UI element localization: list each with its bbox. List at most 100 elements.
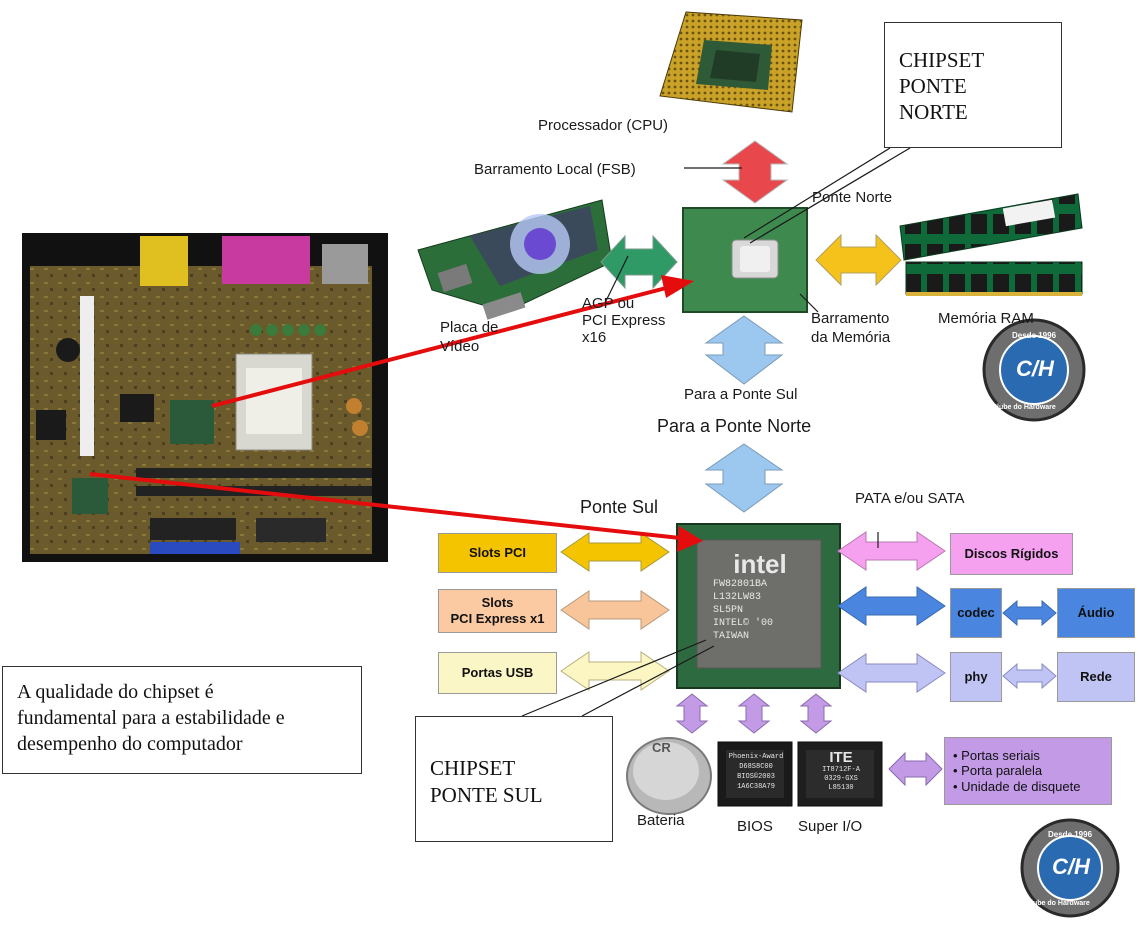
pointer-to-southbridge <box>89 472 703 552</box>
cpu-label: Processador (CPU) <box>538 117 669 134</box>
ram-modules-image <box>899 193 1083 296</box>
bios-chip <box>717 741 793 807</box>
intel-part-number: FW82801BA <box>713 579 768 590</box>
ite-part-number: IT8712F-A <box>822 766 860 774</box>
floppy-drive-item: • Unidade de disquete <box>953 778 1081 794</box>
fsb-arrow <box>721 140 789 204</box>
agp-label-3: x16 <box>582 329 607 346</box>
battery-arrow <box>675 693 709 734</box>
quality-note-line-3: desempenho do computador <box>17 733 243 755</box>
legacy-ports-box: • Portas seriais • Porta paralela • Unid… <box>944 737 1112 805</box>
southbridge-markings: intel FW82801BA L132LW83 SL5PN INTEL© '0… <box>705 550 815 643</box>
intel-logo: intel <box>733 549 787 579</box>
bios-code: D68S8C00 <box>739 763 773 771</box>
video-card-image <box>417 199 613 320</box>
bios-chip-text: Phoenix-Award D68S8C00 BIOS©2003 1A6C38A… <box>728 752 784 792</box>
super-io-label: Super I/O <box>798 818 863 835</box>
to-south-arrow <box>704 315 784 385</box>
parallel-port-item: • Porta paralela <box>953 763 1043 779</box>
south-chipset-callout: CHIPSET PONTE SUL <box>415 716 613 842</box>
southbridge-label: Ponte Sul <box>580 497 659 517</box>
southbridge-chip <box>676 523 841 689</box>
usb-ports-box: Portas USB <box>438 652 557 694</box>
agp-arrow <box>600 234 678 290</box>
network-box: Rede <box>1057 652 1135 702</box>
battery-mark: CR <box>652 740 671 755</box>
intel-batch: L132LW83 <box>713 592 762 603</box>
intel-origin: TAIWAN <box>713 631 750 642</box>
agp-label-1: AGP ou <box>582 295 635 312</box>
pata-sata-label: PATA e/ou SATA <box>855 490 965 507</box>
agp-label-2: PCI Express <box>582 312 666 329</box>
hard-disks-box: Discos Rígidos <box>950 533 1073 575</box>
logo-top-mark: C/H <box>1016 356 1054 381</box>
sata-arrow <box>837 531 946 571</box>
south-callout-line-1: CHIPSET <box>430 756 516 780</box>
to-north-arrow <box>704 443 784 513</box>
north-callout-line-2: PONTE <box>899 74 967 98</box>
northbridge-label: Ponte Norte <box>812 189 893 206</box>
ite-serial: L85130 <box>828 784 854 792</box>
bios-vendor: Phoenix-Award <box>728 753 784 761</box>
ite-batch: 0329-GXS <box>824 775 858 783</box>
clube-do-hardware-logo-bottom <box>1020 818 1120 918</box>
memory-bus-label-2: da Memória <box>811 329 891 346</box>
codec-audio-arrow <box>1002 599 1057 627</box>
bios-serial: 1A6C38A79 <box>737 783 775 791</box>
to-north-label: Para a Ponte Norte <box>657 416 812 436</box>
logo-bottom-mark: C/H <box>1052 854 1090 879</box>
intel-spec: SL5PN <box>713 605 744 616</box>
ite-logo: ITE <box>829 749 853 766</box>
fsb-label: Barramento Local (FSB) <box>474 161 636 178</box>
memory-bus-arrow <box>815 233 902 287</box>
intel-chip-text: FW82801BA L132LW83 SL5PN INTEL© '00 TAIW… <box>705 578 815 643</box>
pci-arrow <box>560 532 670 572</box>
ram-label: Memória RAM <box>938 310 1034 327</box>
battery-image <box>626 737 712 815</box>
pcie-x1-arrow <box>560 590 670 630</box>
bios-year: BIOS©2003 <box>737 773 775 781</box>
logo-bottom-since: Desde 1996 <box>1048 830 1093 839</box>
pointer-to-northbridge <box>211 275 694 408</box>
video-card-label-1: Placa de <box>440 319 499 336</box>
slots-pcie-x1-line-1: Slots <box>481 595 514 611</box>
serial-ports-item: • Portas seriais <box>953 747 1040 763</box>
slots-pci-box: Slots PCI <box>438 533 557 573</box>
usb-arrow <box>560 651 670 691</box>
memory-bus-label-1: Barramento <box>811 310 890 327</box>
logo-top-name: Clube do Hardware <box>992 404 1056 411</box>
super-io-chip-text: ITE IT8712F-A 0329-GXS L85130 <box>808 750 874 793</box>
leader-lines <box>521 147 911 717</box>
phy-arrow <box>837 653 946 693</box>
slots-pcie-x1-box: Slots PCI Express x1 <box>438 589 557 633</box>
chipset-quality-note: A qualidade do chipset é fundamental par… <box>2 666 362 774</box>
audio-box: Áudio <box>1057 588 1135 638</box>
northbridge-chip <box>682 207 808 313</box>
quality-note-line-2: fundamental para a estabilidade e <box>17 707 285 729</box>
north-chipset-callout: CHIPSET PONTE NORTE <box>884 22 1062 148</box>
logo-top-since: Desde 1996 <box>1012 331 1057 340</box>
north-callout-line-1: CHIPSET <box>899 48 985 72</box>
logo-bottom-name: Clube do Hardware <box>1026 900 1090 907</box>
motherboard-photo <box>22 233 388 562</box>
bios-arrow <box>737 693 771 734</box>
cpu-chip <box>659 11 803 113</box>
intel-copyright: INTEL© '00 <box>713 618 774 629</box>
battery-label: Bateria <box>637 812 685 829</box>
bios-label: BIOS <box>737 818 773 835</box>
super-io-chip <box>797 741 883 807</box>
north-callout-line-3: NORTE <box>899 100 968 124</box>
phy-network-arrow <box>1002 662 1057 690</box>
phy-box: phy <box>950 652 1002 702</box>
codec-arrow <box>837 586 946 626</box>
slots-pcie-x1-line-2: PCI Express x1 <box>450 611 545 626</box>
legacy-ports-arrow <box>888 751 943 787</box>
clube-do-hardware-logo-top <box>982 318 1086 422</box>
super-io-arrow <box>799 693 833 734</box>
to-south-label: Para a Ponte Sul <box>684 386 798 403</box>
south-callout-line-2: PONTE SUL <box>430 783 543 807</box>
video-card-label-2: Vídeo <box>440 338 480 355</box>
quality-note-line-1: A qualidade do chipset é <box>17 681 214 703</box>
codec-box: codec <box>950 588 1002 638</box>
